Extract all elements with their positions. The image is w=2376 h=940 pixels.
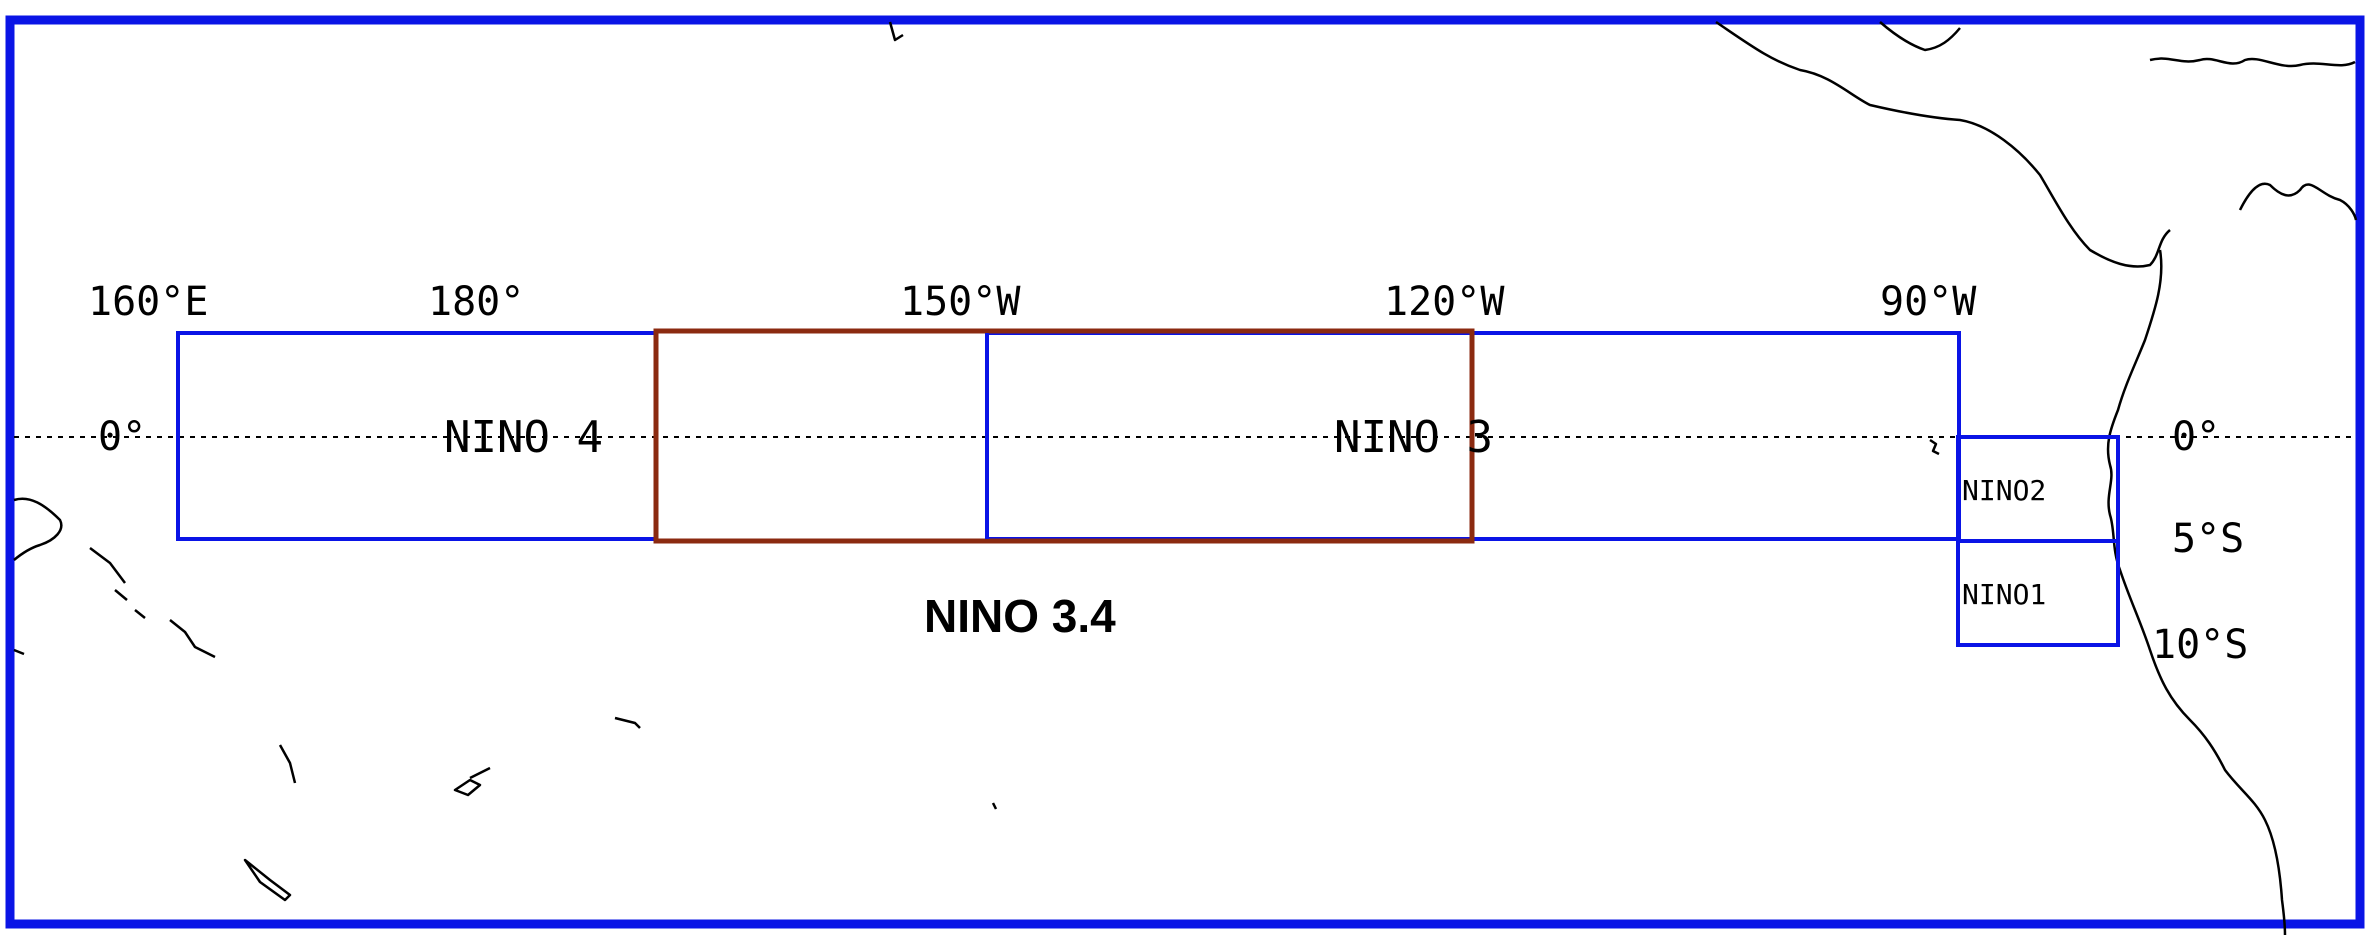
longitude-label-90w: 90°W xyxy=(1880,279,1977,325)
latitude-label-10s: 10°S xyxy=(2152,622,2248,668)
longitude-label-160e: 160°E xyxy=(88,279,208,325)
latitude-label-0-right: 0° xyxy=(2172,414,2220,460)
galapagos xyxy=(1929,438,1940,456)
samoa xyxy=(614,716,641,729)
nino1-box xyxy=(1956,539,2120,647)
south-left-island xyxy=(13,648,25,656)
coastlines xyxy=(13,20,2358,936)
central-america-coast xyxy=(1715,20,2171,268)
gulf-coast xyxy=(2149,57,2356,68)
map-frame xyxy=(5,15,2365,929)
vanuatu xyxy=(278,744,297,784)
hawaii-tail xyxy=(888,21,904,42)
new-caledonia xyxy=(243,858,292,902)
nino-boxes xyxy=(176,328,2120,647)
longitude-label-150w: 150°W xyxy=(900,279,1021,325)
solomon-islands xyxy=(89,547,216,659)
longitude-label-120w: 120°W xyxy=(1384,279,1505,325)
south-america-coast xyxy=(2106,249,2287,936)
latitude-label-0-left: 0° xyxy=(98,414,146,460)
nino2-label: NINO2 xyxy=(1962,474,2046,507)
nino1-label: NINO1 xyxy=(1962,578,2046,611)
latitude-label-5s: 5°S xyxy=(2172,516,2244,562)
marquesas xyxy=(991,802,998,810)
longitude-label-180: 180° xyxy=(428,279,524,325)
nino3-label: NINO 3 xyxy=(1334,412,1493,463)
nino34-box xyxy=(653,328,1475,544)
fiji xyxy=(453,766,491,797)
new-guinea-island xyxy=(13,497,63,561)
caribbean-coast xyxy=(2238,182,2358,221)
nino34-label: NINO 3.4 xyxy=(924,590,1116,642)
north-america-coast-top xyxy=(1879,21,1961,52)
nino4-label: NINO 4 xyxy=(444,412,603,463)
